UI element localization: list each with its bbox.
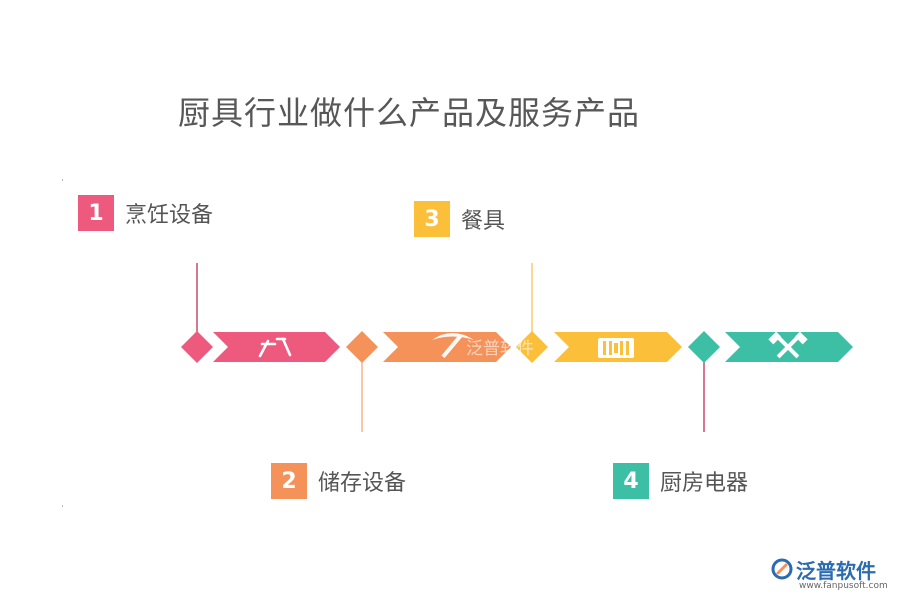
- item-3-number: 3: [414, 201, 450, 237]
- logo-url: www.fanpusoft.com: [799, 581, 888, 591]
- logo-name: 泛普软件: [796, 559, 876, 583]
- diamond-4: [688, 331, 720, 363]
- fanpu-logo-icon: [771, 558, 793, 580]
- item-1-label: 烹饪设备: [125, 203, 214, 228]
- item-2-number: 2: [271, 463, 307, 499]
- item-4-label: 厨房电器: [660, 471, 749, 496]
- crossed-hammers-icon: [768, 331, 808, 359]
- item-3: 3 餐具: [414, 201, 505, 237]
- page-title: 厨具行业做什么产品及服务产品: [178, 94, 641, 132]
- diamond-3: [516, 331, 548, 363]
- diamond-1: [181, 331, 213, 363]
- left-tick-bottom: [62, 505, 63, 507]
- pickaxe-icon: [432, 333, 474, 359]
- item-4-number: 4: [613, 463, 649, 499]
- diamond-2: [346, 331, 378, 363]
- arrow-1: [213, 332, 340, 362]
- watermark-text: 泛普软件: [466, 339, 534, 359]
- item-1-number: 1: [78, 195, 114, 231]
- item-1: 1 烹饪设备: [78, 195, 213, 231]
- left-tick-top: [62, 179, 63, 181]
- item-3-label: 餐具: [461, 209, 506, 234]
- arrow-2: [383, 332, 511, 362]
- film-reel-icon: [598, 338, 634, 358]
- kitchen-tools-icon: [258, 337, 292, 358]
- item-2-label: 储存设备: [318, 471, 407, 496]
- item-2: 2 储存设备: [271, 463, 406, 499]
- item-4: 4 厨房电器: [613, 463, 748, 499]
- fanpu-logo: 泛普软件 www.fanpusoft.com: [770, 555, 894, 595]
